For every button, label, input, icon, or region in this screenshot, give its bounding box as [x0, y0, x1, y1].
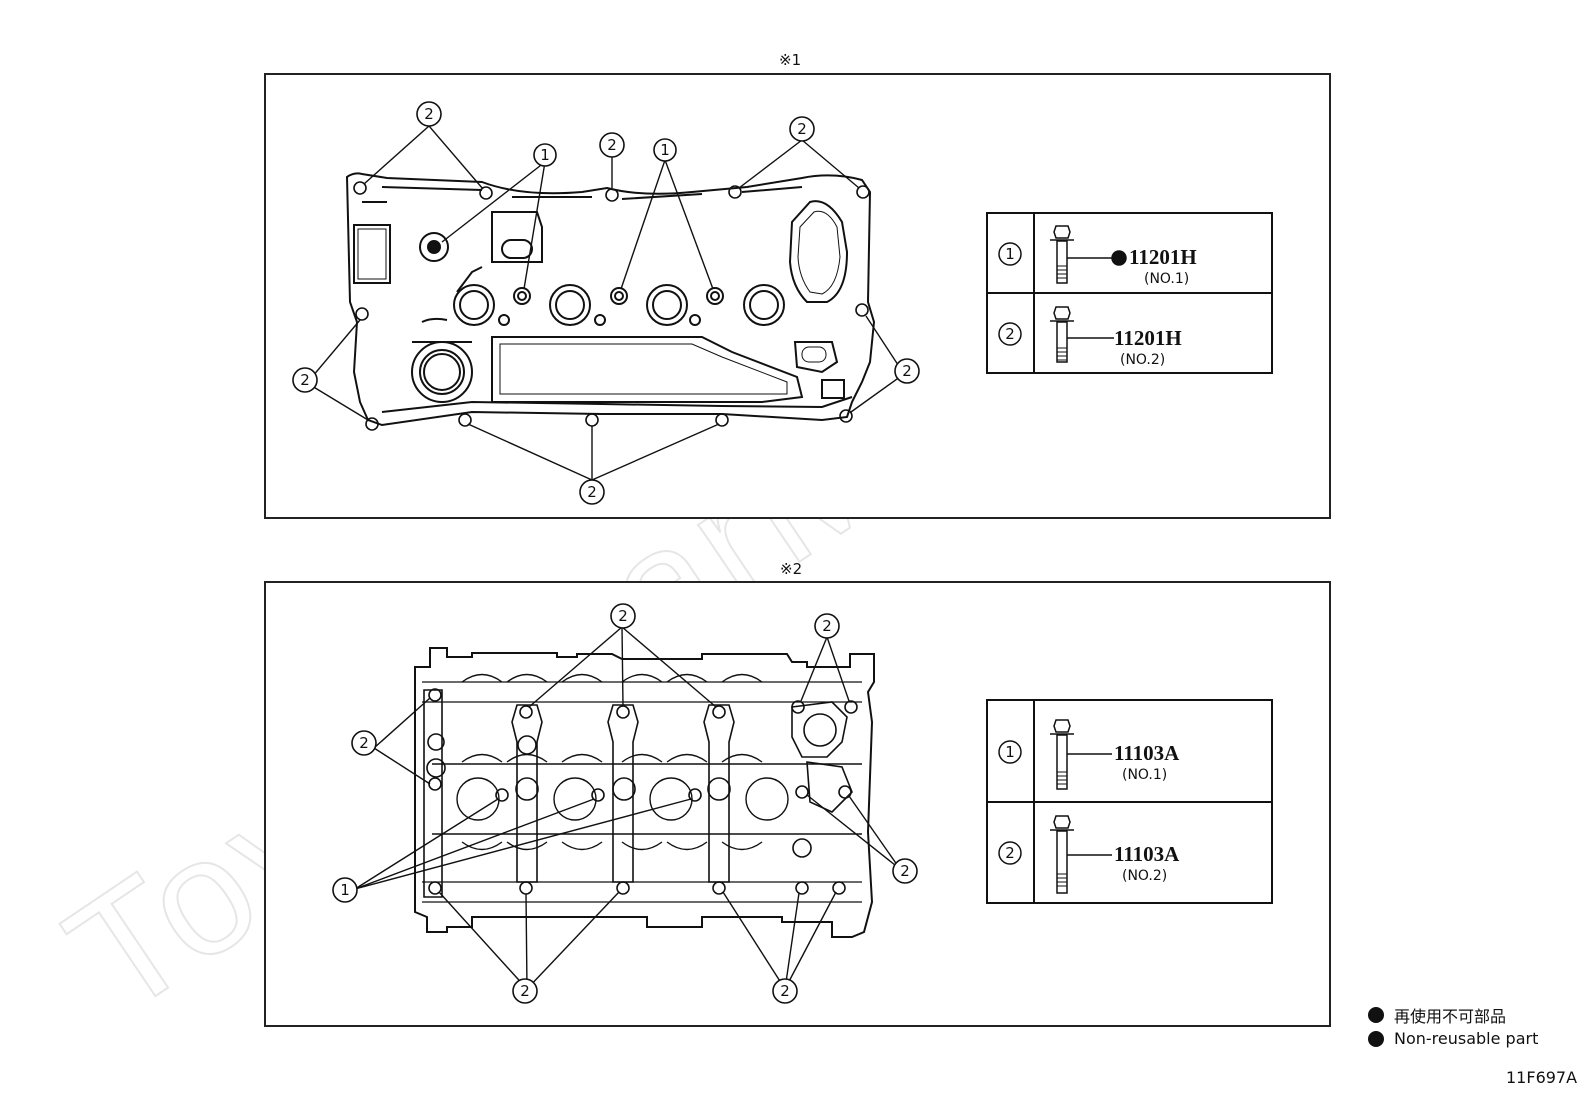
bolt-sub-no2: (NO.2): [1120, 352, 1166, 368]
bolt-sub-no1: (NO.1): [1144, 271, 1190, 287]
bolt-code-no1: 11103A: [1114, 741, 1180, 765]
callout-2: 2: [797, 120, 807, 138]
bolt-code-no2: 11201H: [1114, 326, 1182, 350]
panel-1-mark: ※1: [779, 51, 802, 69]
panel-1: 2 1 2 1 2 2 2 2: [264, 73, 1331, 519]
row-1-number: 1: [1005, 743, 1015, 761]
bolt-sub-no2: (NO.2): [1122, 868, 1168, 884]
callout-2: 2: [607, 136, 617, 154]
panel-2-mark: ※2: [780, 560, 803, 578]
cylinder-head-drawing: 2 2 2 1 2 2 2: [332, 603, 1273, 1004]
callout-2: 2: [780, 982, 790, 1000]
legend-jp-text: 再使用不可部品: [1394, 1007, 1507, 1026]
callout-2: 2: [902, 362, 912, 380]
bolt-code-no1: 11201H: [1129, 245, 1197, 269]
callout-1: 1: [540, 146, 550, 164]
cylinder-head-cover-drawing: 2 1 2 1 2 2 2 2: [292, 101, 1273, 505]
callout-2: 2: [520, 982, 530, 1000]
callout-2: 2: [300, 371, 310, 389]
bolt-code-no2: 11103A: [1114, 842, 1180, 866]
row-2-number: 2: [1005, 325, 1015, 343]
callout-2: 2: [822, 617, 832, 635]
non-reusable-dot-icon: [1368, 1030, 1384, 1047]
callout-1: 1: [660, 141, 670, 159]
row-2-number: 2: [1005, 844, 1015, 862]
bolt-sub-no1: (NO.1): [1122, 767, 1168, 783]
panel-2: 2 2 2 1 2 2 2: [264, 581, 1331, 1027]
callout-1: 1: [340, 881, 350, 899]
row-1-number: 1: [1005, 245, 1015, 263]
callout-2: 2: [359, 734, 369, 752]
legend-jp: 再使用不可部品: [1368, 1003, 1506, 1027]
callout-2: 2: [900, 862, 910, 880]
non-reusable-dot-icon: [1368, 1007, 1384, 1023]
figure-id: 11F697A: [1506, 1068, 1578, 1087]
callout-2: 2: [424, 105, 434, 123]
callout-2: 2: [618, 607, 628, 625]
callout-2: 2: [587, 483, 597, 501]
legend-en: Non-reusable part: [1368, 1029, 1538, 1048]
legend-en-text: Non-reusable part: [1394, 1029, 1539, 1048]
